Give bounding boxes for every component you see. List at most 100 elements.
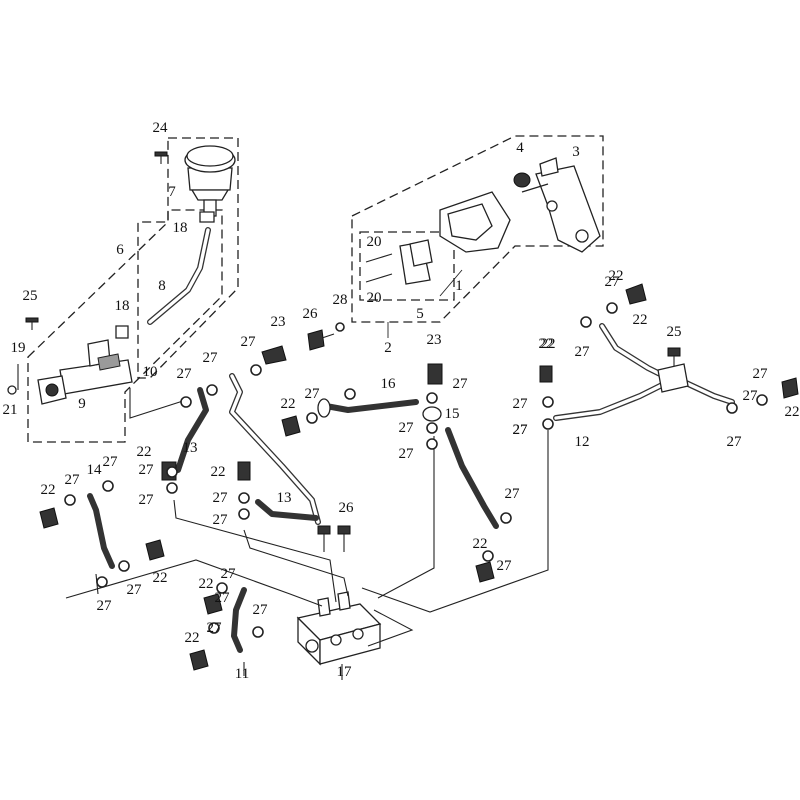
callout-27: 27 xyxy=(399,446,415,462)
callout-27: 27 xyxy=(213,512,229,528)
group-outline-caliper xyxy=(351,135,604,323)
callout-27: 27 xyxy=(453,376,469,392)
callout-22: 22 xyxy=(41,482,56,498)
fitting-part xyxy=(422,406,442,422)
callout-27: 27 xyxy=(253,602,269,618)
callout-22: 22 xyxy=(153,570,168,586)
callout-22: 22 xyxy=(185,630,200,646)
callout-27: 27 xyxy=(399,420,415,436)
callout-16: 16 xyxy=(381,376,397,392)
clip-part xyxy=(7,385,17,395)
callout-9: 9 xyxy=(78,396,86,412)
callout-10: 10 xyxy=(143,364,158,380)
callout-21: 21 xyxy=(3,402,18,418)
callout-27: 27 xyxy=(513,422,529,438)
bracket-part xyxy=(535,165,601,253)
brake-hose-part xyxy=(323,399,419,413)
callout-27: 27 xyxy=(177,366,193,382)
callout-27: 27 xyxy=(727,434,743,450)
callout-22: 22 xyxy=(281,396,296,412)
callout-27: 27 xyxy=(505,486,521,502)
callout-22: 22 xyxy=(541,336,556,352)
callout-25: 25 xyxy=(667,324,682,340)
callout-27: 27 xyxy=(241,334,257,350)
callout-4: 4 xyxy=(516,140,524,156)
callout-27: 27 xyxy=(139,492,155,508)
hose-clip-part xyxy=(115,325,129,339)
callout-27: 27 xyxy=(207,620,223,636)
pin-part xyxy=(365,253,393,283)
banjo-bolt-part xyxy=(427,363,443,385)
fitting-part xyxy=(317,398,331,418)
callout-22: 22 xyxy=(211,464,226,480)
callout-27: 27 xyxy=(497,558,513,574)
brake-hose-part xyxy=(599,323,667,379)
callout-27: 27 xyxy=(127,582,143,598)
callout-27: 27 xyxy=(305,386,321,402)
callout-12: 12 xyxy=(575,434,590,450)
callout-18: 18 xyxy=(173,220,188,236)
callout-13: 13 xyxy=(183,440,198,456)
callout-27: 27 xyxy=(203,350,219,366)
group-outline-reservoir xyxy=(137,137,239,379)
callout-2: 2 xyxy=(384,340,392,356)
callout-23: 23 xyxy=(427,332,442,348)
callout-27: 27 xyxy=(213,490,229,506)
bolt-part xyxy=(25,317,39,330)
callout-26: 26 xyxy=(303,306,319,322)
bolt-part xyxy=(317,525,351,552)
callout-3: 3 xyxy=(572,144,580,160)
callout-8: 8 xyxy=(158,278,166,294)
banjo-bolt-part xyxy=(39,283,799,671)
callout-22: 22 xyxy=(609,268,624,284)
callout-17: 17 xyxy=(337,664,353,680)
callout-14: 14 xyxy=(87,462,103,478)
callout-27: 27 xyxy=(215,590,231,606)
master-cylinder-part xyxy=(37,339,133,405)
callout-6: 6 xyxy=(116,242,124,258)
bolt-part xyxy=(261,345,287,365)
callout-24: 24 xyxy=(153,120,169,136)
hose-clip-part xyxy=(199,211,215,223)
brake-hose-part xyxy=(445,427,499,529)
callout-23: 23 xyxy=(271,314,286,330)
group-outline-pads xyxy=(359,231,455,301)
callout-20: 20 xyxy=(367,290,382,306)
tee-fitting-part xyxy=(657,363,689,393)
callout-26: 26 xyxy=(339,500,355,516)
brake-pad-part xyxy=(399,239,433,285)
brake-hose-part xyxy=(87,493,115,569)
cap-part xyxy=(513,172,531,188)
screw-part xyxy=(154,151,168,164)
callout-22: 22 xyxy=(633,312,648,328)
brake-hose-part xyxy=(175,387,209,473)
callout-22: 22 xyxy=(137,444,152,460)
callout-27: 27 xyxy=(605,274,621,290)
distribution-block-part xyxy=(296,591,382,666)
callout-25: 25 xyxy=(23,288,38,304)
group-outline-master-cylinder xyxy=(27,209,223,443)
callout-27: 27 xyxy=(513,422,529,438)
caliper-part xyxy=(439,191,511,253)
callout-22: 22 xyxy=(539,336,554,352)
callout-11: 11 xyxy=(235,666,249,682)
callout-5: 5 xyxy=(416,306,424,322)
callout-27: 27 xyxy=(575,344,591,360)
callout-27: 27 xyxy=(139,462,155,478)
brake-hose-part xyxy=(553,381,667,421)
callout-27: 27 xyxy=(97,598,113,614)
callout-28: 28 xyxy=(333,292,348,308)
callout-27: 27 xyxy=(221,566,237,582)
callout-7: 7 xyxy=(168,184,176,200)
callout-15: 15 xyxy=(445,406,460,422)
callout-27: 27 xyxy=(65,472,81,488)
callout-22: 22 xyxy=(473,536,488,552)
callout-18: 18 xyxy=(115,298,130,314)
callout-27: 27 xyxy=(753,366,769,382)
callout-22: 22 xyxy=(785,404,800,420)
callout-27: 27 xyxy=(743,388,759,404)
callout-19: 19 xyxy=(11,340,26,356)
